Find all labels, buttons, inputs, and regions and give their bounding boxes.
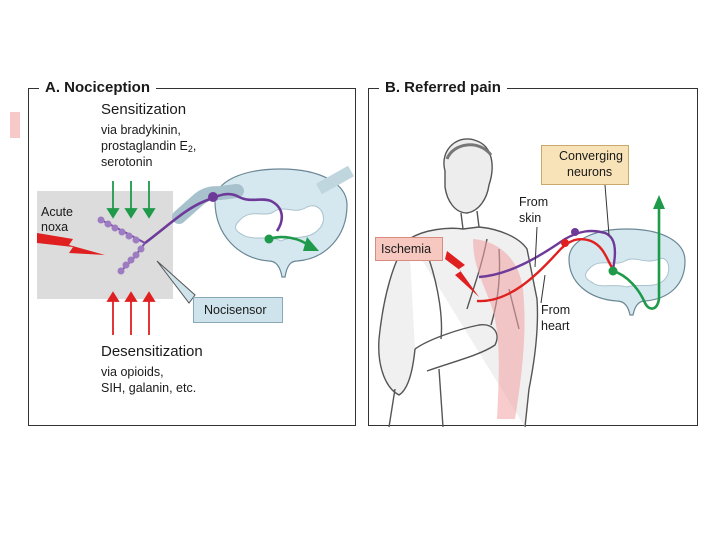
skin-afferent-fiber: [478, 229, 617, 279]
panel-a-title: A. Nociception: [39, 78, 157, 98]
panel-referred-pain: B. Referred pain: [368, 78, 698, 428]
slide-edge-mark: [10, 112, 20, 138]
from-heart-line2: heart: [541, 319, 570, 333]
synapse-a: [264, 234, 274, 244]
pain-area-shading: [473, 239, 525, 419]
second-neuron-arrowhead: [303, 237, 319, 251]
sensitization-heading: Sensitization: [101, 101, 187, 118]
sensitization-line3: serotonin: [101, 155, 153, 169]
skin-ganglion: [571, 228, 579, 236]
ganglion-cell-a: [208, 192, 218, 202]
nocisensor-box: [193, 297, 283, 323]
ischemia-box: [375, 237, 443, 261]
desensitization-heading: Desensitization: [101, 343, 203, 360]
panel-nociception: A. Nociception: [28, 78, 356, 426]
from-skin-line2: skin: [519, 211, 542, 225]
from-skin-line1: From: [519, 195, 549, 209]
sensitization-line1: via bradykinin,: [101, 123, 181, 137]
converging-line2: neurons: [567, 165, 613, 179]
ischemia-lightning: [445, 251, 479, 297]
converging-synapse: [608, 266, 618, 276]
sensitization-arrows: [106, 181, 156, 219]
nocisensor-pointer: [156, 260, 196, 304]
nerve-fiber-a: [144, 192, 284, 245]
skin-pointer: [534, 226, 538, 268]
ascending-neuron: [612, 205, 661, 310]
converging-neurons-box: [541, 145, 629, 185]
cord-extension: [316, 165, 354, 195]
desensitization-arrows: [106, 291, 156, 335]
panel-b-title: B. Referred pain: [379, 78, 507, 98]
sensitization-line2: prostaglandin E2,: [101, 139, 197, 154]
heart-pointer: [540, 274, 546, 304]
converging-pointer: [604, 184, 610, 236]
heart-ganglion: [561, 239, 569, 247]
referred-pain-illustration: [378, 138, 686, 428]
noxa-lightning: [37, 233, 105, 255]
acute-noxa-line1: Acute: [41, 205, 73, 219]
desensitization-line1: via opioids,: [101, 365, 164, 379]
nerve-ending-beads: [97, 216, 145, 275]
gray-matter-b: [585, 257, 670, 288]
from-heart-line1: From: [541, 303, 571, 317]
nocisensor-label: Nocisensor: [204, 303, 267, 317]
ascending-neuron-arrowhead: [653, 195, 665, 209]
nociception-illustration: [37, 165, 354, 335]
acute-noxa-line2: noxa: [41, 220, 69, 234]
desensitization-line2: SIH, galanin, etc.: [101, 381, 197, 395]
converging-line1: Converging: [559, 149, 623, 163]
ischemia-label: Ischemia: [381, 242, 432, 256]
